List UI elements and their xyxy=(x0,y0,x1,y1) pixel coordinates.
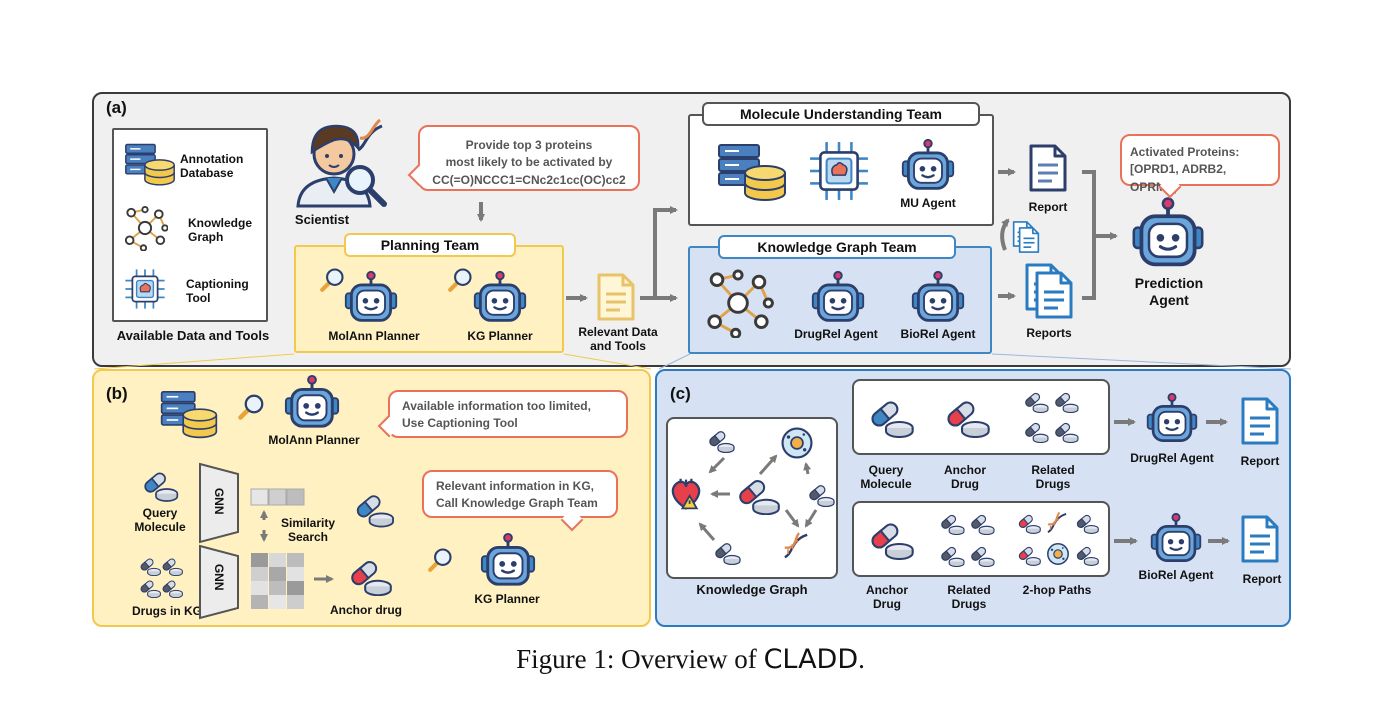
kg-team-title: Knowledge Graph Team xyxy=(718,235,956,259)
query-line-1: Provide top 3 proteins xyxy=(465,138,593,152)
c-biorel-agent-label: BioRel Agent xyxy=(1138,568,1214,582)
query-bubble: Provide top 3 proteins most likely to be… xyxy=(407,125,640,191)
c-biorel-report-label: Report xyxy=(1242,572,1282,586)
c-knowledge-graph-label: Knowledge Graph xyxy=(696,582,808,597)
panel-b-tag: (b) xyxy=(106,384,128,403)
b-query-embedding xyxy=(250,488,305,506)
answer-bubble: Activated Proteins: [OPRD1, ADRB2, OPRM1… xyxy=(1120,134,1280,199)
caption-suffix: . xyxy=(858,644,865,674)
knowledge-graph-label: Knowledge Graph xyxy=(188,216,253,245)
mu-team-title: Molecule Understanding Team xyxy=(702,102,980,126)
b-drugs-in-kg-label: Drugs in KG xyxy=(131,604,202,618)
molann-planner-label: MolAnn Planner xyxy=(328,329,420,343)
b-bubble-limited-line-1: Available information too limited, xyxy=(402,399,591,413)
biorel-agent-label: BioRel Agent xyxy=(900,327,976,341)
c-anchor-drug-label-bottom: Anchor Drug xyxy=(866,583,908,612)
b-anchor-drug-label: Anchor drug xyxy=(330,603,402,617)
caption-name: CLADD xyxy=(763,644,859,675)
annotation-database-label: Annotation Database xyxy=(180,152,244,181)
mu-report-label: Report xyxy=(1028,200,1068,214)
b-bubble-kg: Relevant information in KG, Call Knowled… xyxy=(422,470,618,532)
b-kg-planner-label: KG Planner xyxy=(474,592,540,606)
kg-planner-label: KG Planner xyxy=(467,329,533,343)
figure-caption: Figure 1: Overview of CLADD. xyxy=(0,644,1381,675)
captioning-tool-label: Captioning Tool xyxy=(186,277,249,306)
c-drugrel-report-label: Report xyxy=(1240,454,1280,468)
kg-reports-label: Reports xyxy=(1026,326,1072,340)
c-related-drugs-label-top: Related Drugs xyxy=(1031,463,1075,492)
c-drugrel-agent-label: DrugRel Agent xyxy=(1130,451,1214,465)
drugrel-agent-label: DrugRel Agent xyxy=(794,327,878,341)
query-line-3: CC(=O)NCCC1=CNc2c1cc(OC)cc2 xyxy=(432,172,626,187)
scientist-icon xyxy=(296,118,387,208)
b-bubble-kg-line-1: Relevant information in KG, xyxy=(436,479,595,493)
caption-prefix: Figure 1: Overview of xyxy=(516,644,764,674)
b-gnn-blocks xyxy=(199,462,239,620)
scientist-label: Scientist xyxy=(294,212,350,227)
available-data-caption: Available Data and Tools xyxy=(116,328,270,343)
b-query-molecule-label: Query Molecule xyxy=(134,506,186,535)
prediction-agent-label: Prediction Agent xyxy=(1134,275,1204,308)
b-bubble-limited-line-2: Use Captioning Tool xyxy=(402,416,518,431)
panel-a-tag: (a) xyxy=(106,98,127,117)
c-two-hop-label: 2-hop Paths xyxy=(1022,583,1092,597)
relevant-data-label: Relevant Data and Tools xyxy=(578,325,658,354)
mu-agent-label: MU Agent xyxy=(900,196,956,210)
panel-c-tag: (c) xyxy=(670,384,691,403)
c-anchor-drug-label-top: Anchor Drug xyxy=(944,463,986,492)
b-bubble-limited: Available information too limited, Use C… xyxy=(377,390,628,438)
answer-line-1: Activated Proteins: xyxy=(1130,145,1240,159)
c-related-drugs-label-bottom: Related Drugs xyxy=(947,583,991,612)
b-bubble-kg-line-2: Call Knowledge Graph Team xyxy=(436,496,598,511)
c-query-molecule-label: Query Molecule xyxy=(860,463,912,492)
planning-team-title: Planning Team xyxy=(344,233,516,257)
b-kg-embedding-matrix xyxy=(251,553,304,609)
b-molann-label: MolAnn Planner xyxy=(268,433,360,447)
query-line-2: most likely to be activated by xyxy=(445,155,613,170)
b-similarity-label: Similarity Search xyxy=(280,516,336,545)
